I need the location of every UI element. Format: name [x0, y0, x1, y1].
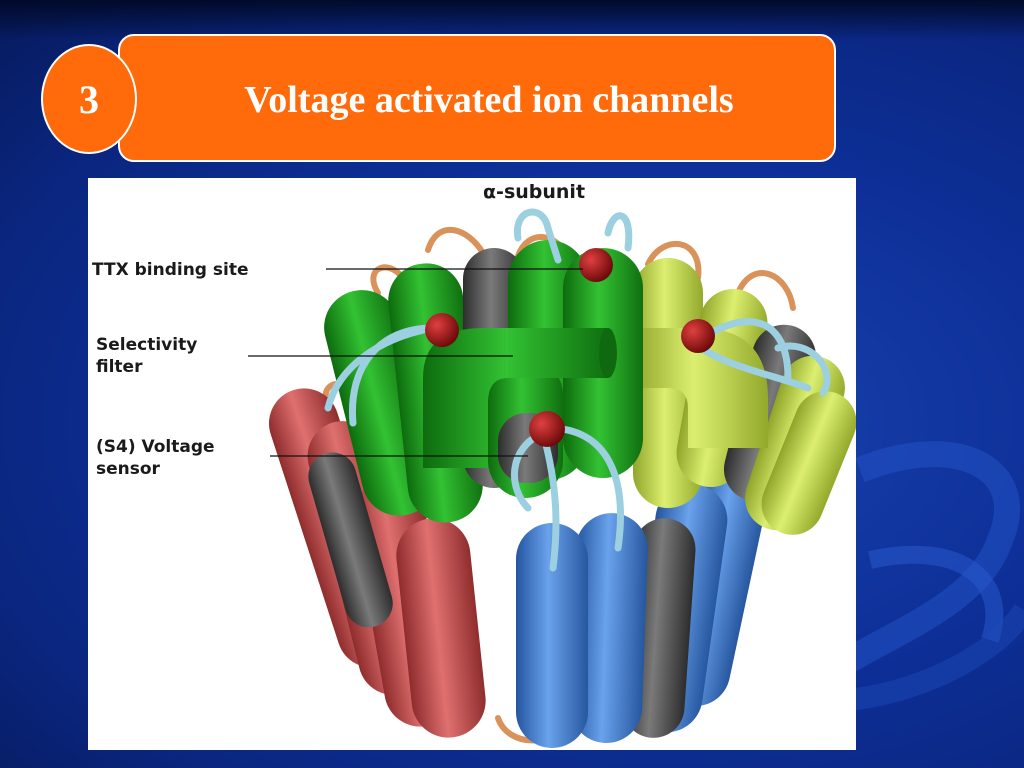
domain-blue — [516, 469, 766, 748]
ion-channel-figure: α-subunit TTX binding site Selectivity f… — [88, 178, 856, 750]
alpha-subunit-label: α-subunit — [483, 181, 586, 203]
slide-number-badge: 3 — [41, 44, 137, 154]
pointer-lines — [248, 268, 583, 457]
ion-channel-illustration — [248, 208, 856, 748]
domain-yellow — [633, 258, 856, 535]
slide-title: Voltage activated ion channels — [244, 79, 734, 121]
ttx-binding-site-label: TTX binding site — [92, 260, 249, 280]
title-banner: Voltage activated ion channels — [118, 34, 836, 162]
voltage-sensor-label: (S4) Voltage sensor — [96, 437, 215, 479]
domain-red — [269, 388, 486, 738]
ttx-sites — [425, 248, 715, 447]
domain-green — [324, 240, 643, 523]
light-blue-loops — [324, 208, 831, 572]
slide-top-shade — [0, 0, 1024, 40]
selectivity-filter-label: Selectivity filter — [96, 335, 198, 377]
